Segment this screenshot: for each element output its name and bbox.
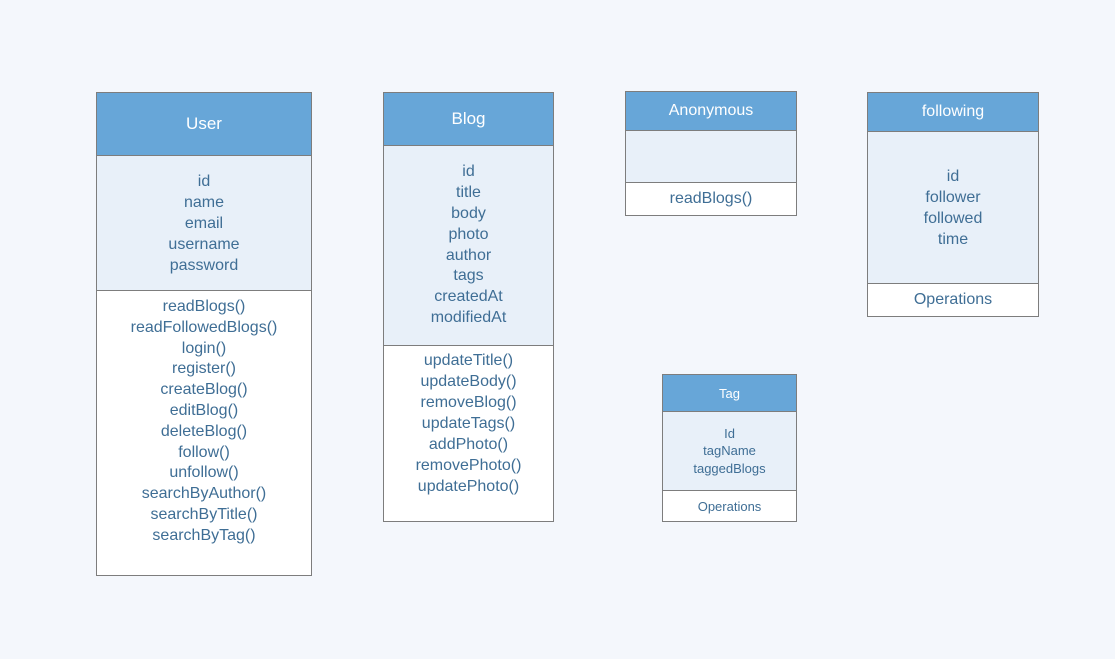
class-user-name: User [186, 114, 222, 133]
class-following-operation: Operations [913, 291, 993, 308]
class-anonymous-attributes [626, 131, 796, 183]
class-user-operation: searchByAuthor() [141, 485, 267, 503]
class-user-attribute: username [168, 235, 240, 253]
class-blog-attribute: body [451, 204, 486, 222]
class-tag-name: Tag [719, 385, 740, 401]
class-blog-header: Blog [384, 93, 553, 146]
class-following-header: following [868, 93, 1038, 132]
class-blog-attributes: id title body photo author tags createdAt modif… [384, 146, 553, 346]
class-blog-operation: removePhoto() [415, 457, 522, 474]
class-user-attribute: email [184, 214, 224, 232]
class-user-operation: searchByTag() [152, 526, 256, 544]
class-tag-operations: Operations [663, 491, 796, 521]
class-blog-operation: updateTags() [421, 415, 516, 432]
class-blog-attribute: title [456, 184, 481, 202]
class-user-operation: follow() [178, 443, 230, 461]
class-tag-attribute: taggedBlogs [693, 460, 766, 476]
class-blog-operations: updateTitle() updateBody() removeBlog() upd… [384, 346, 553, 521]
class-blog-attribute: photo [448, 225, 489, 243]
class-user-operation: readFollowedBlogs() [130, 318, 278, 336]
class-tag-operation: Operations [697, 498, 762, 514]
class-user-operation: searchByTitle() [150, 505, 258, 523]
class-user: User id name email username password readBlo… [96, 92, 312, 576]
class-user-operation: login() [181, 339, 227, 357]
class-user-attribute: id [197, 172, 211, 190]
class-tag-attribute: tagName [703, 443, 756, 459]
class-user-operation: createBlog() [160, 381, 248, 399]
class-user-operation: editBlog() [169, 401, 239, 419]
class-following-attribute: followed [923, 209, 983, 227]
class-user-attribute: password [169, 256, 239, 274]
class-blog-attribute: author [445, 246, 492, 264]
class-user-operation: register() [171, 360, 236, 378]
class-following-name: following [921, 103, 985, 120]
class-blog-operation: removeBlog() [420, 394, 517, 411]
class-user-operations: readBlogs() readFollowedBlogs() login() reg… [97, 291, 311, 575]
class-following-attribute: id [946, 167, 960, 185]
class-anonymous-operations: readBlogs() [626, 183, 796, 215]
class-user-attribute: name [183, 193, 225, 211]
class-following-attribute: time [937, 230, 969, 248]
class-blog-operation: updateBody() [420, 373, 517, 390]
class-anonymous-header: Anonymous [626, 92, 796, 131]
class-blog: Blog id title body photo author tags createdAt… [383, 92, 554, 522]
class-blog-name: Blog [451, 109, 486, 128]
class-user-attributes: id name email username password [97, 156, 311, 291]
class-tag-attribute: Id [724, 425, 735, 441]
class-user-operation: unfollow() [169, 464, 239, 482]
class-blog-operation: updatePhoto() [417, 478, 520, 495]
class-user-header: User [97, 93, 311, 156]
class-anonymous-name: Anonymous [668, 102, 754, 119]
class-blog-attribute: createdAt [434, 288, 503, 306]
class-blog-operation: updateTitle() [423, 352, 514, 369]
class-following-operations: Operations [868, 284, 1038, 316]
class-following: following id follower followed time Operati… [867, 92, 1039, 317]
class-tag-header: Tag [663, 375, 796, 412]
class-user-operation: deleteBlog() [160, 422, 248, 440]
class-anonymous: Anonymous readBlogs() [625, 91, 797, 216]
class-blog-operation: addPhoto() [428, 436, 509, 453]
class-following-attributes: id follower followed time [868, 132, 1038, 284]
class-blog-attribute: id [462, 163, 475, 181]
class-anonymous-operation: readBlogs() [669, 190, 753, 207]
class-following-attribute: follower [925, 188, 981, 206]
class-blog-attribute: modifiedAt [430, 308, 507, 326]
class-blog-attribute: tags [453, 267, 484, 285]
class-user-operation: readBlogs() [162, 298, 246, 315]
